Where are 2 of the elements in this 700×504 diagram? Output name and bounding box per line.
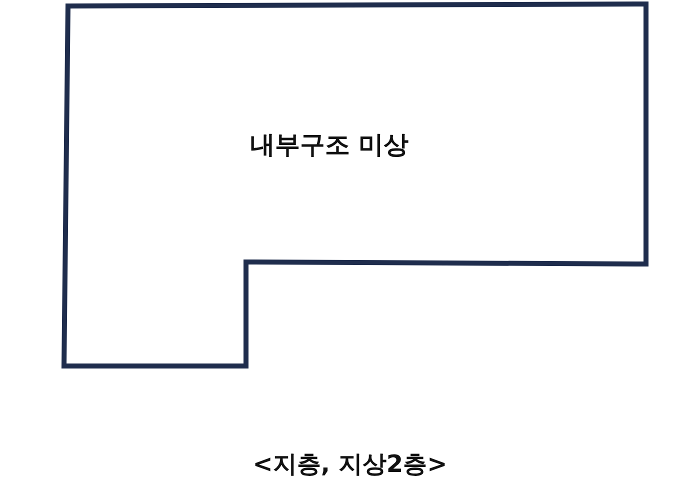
- room-label: 내부구조 미상: [250, 129, 409, 161]
- caption: <지층, 지상2층>: [252, 449, 448, 480]
